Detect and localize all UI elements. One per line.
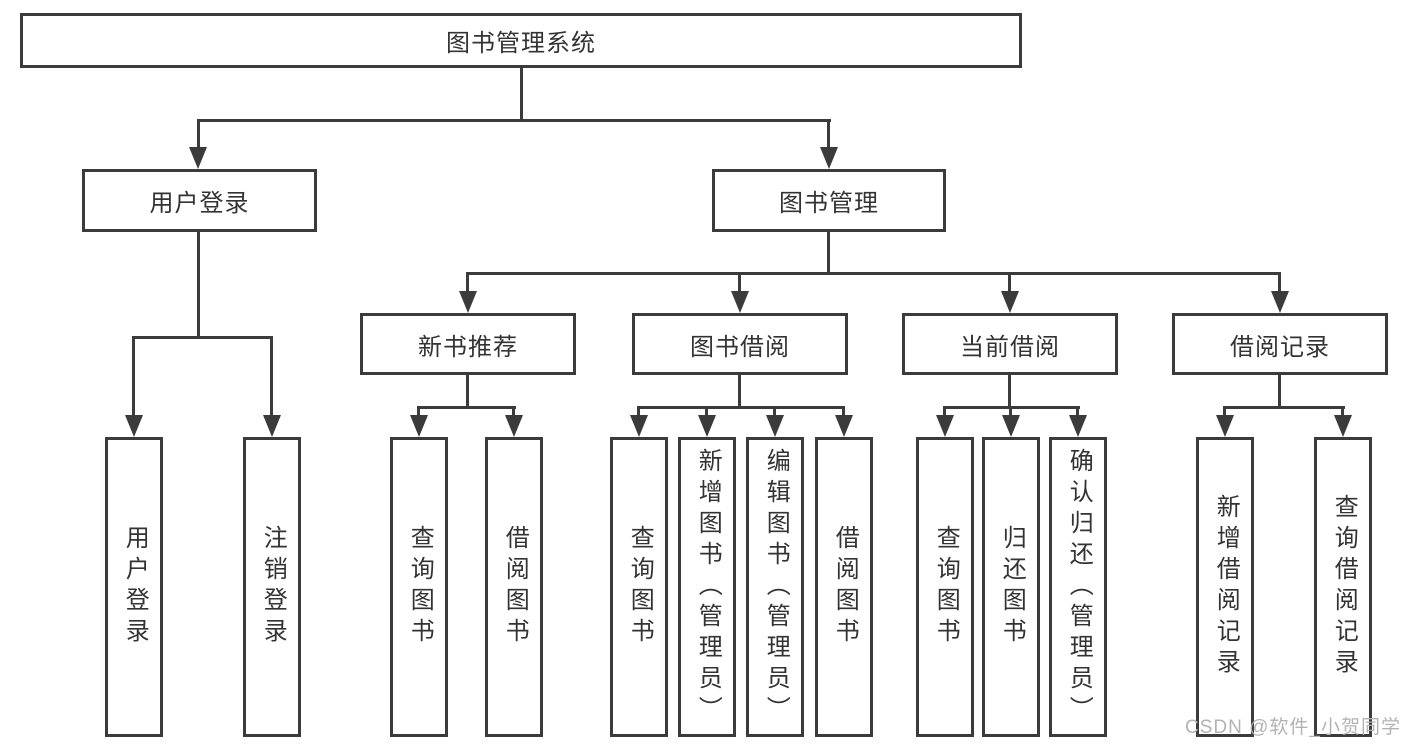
connector-line: [738, 272, 741, 293]
connector-line: [520, 67, 523, 121]
node-label: 图书借阅: [690, 333, 790, 361]
connector-line: [827, 231, 830, 274]
node-label: 归还图书: [998, 525, 1026, 649]
node-label: 用户登录: [121, 525, 149, 649]
connector-line: [1009, 406, 1012, 418]
connector-line: [270, 336, 273, 417]
node-label: 查询借阅记录: [1330, 494, 1358, 680]
arrowhead-down-icon: [1271, 291, 1289, 313]
connector-line: [512, 406, 515, 418]
leaf-current-return-books: 归还图书: [982, 437, 1040, 737]
connector-line: [1341, 406, 1344, 418]
connector-line: [1223, 406, 1226, 418]
leaf-recommend-borrow-books: 借阅图书: [485, 437, 543, 737]
arrowhead-down-icon: [505, 415, 523, 437]
node-book-management-branch: 图书管理: [712, 169, 946, 232]
node-label: 确认归还（管理员）: [1065, 447, 1093, 727]
leaf-current-query-books: 查询图书: [916, 437, 974, 737]
connector-line: [197, 119, 200, 149]
node-label: 查询图书: [406, 525, 434, 649]
connector-line: [1278, 373, 1281, 408]
connector-line: [417, 406, 420, 418]
leaf-logout: 注销登录: [243, 437, 301, 737]
arrowhead-down-icon: [125, 415, 143, 437]
arrowhead-down-icon: [410, 415, 428, 437]
arrowhead-down-icon: [1069, 415, 1087, 437]
leaf-recommend-query-books: 查询图书: [390, 437, 448, 737]
leaf-borrowing-edit-books-admin: 编辑图书（管理员）: [746, 437, 804, 737]
node-label: 新增图书（管理员）: [694, 447, 722, 727]
connector-line: [132, 336, 273, 339]
leaf-current-confirm-return-admin: 确认归还（管理员）: [1049, 437, 1107, 737]
watermark-text: CSDN @软件_小贺同学: [1185, 717, 1401, 738]
node-label: 编辑图书（管理员）: [762, 447, 790, 727]
node-label: 当前借阅: [960, 333, 1060, 361]
leaf-borrowing-borrow-books: 借阅图书: [815, 437, 873, 737]
connector-line: [773, 406, 776, 418]
connector-line: [637, 406, 640, 418]
arrowhead-down-icon: [1001, 291, 1019, 313]
arrowhead-down-icon: [835, 415, 853, 437]
node-label: 借阅图书: [831, 525, 859, 649]
arrowhead-down-icon: [1002, 415, 1020, 437]
node-label: 查询图书: [932, 525, 960, 649]
node-label: 新书推荐: [418, 333, 518, 361]
connector-line: [1278, 272, 1281, 293]
arrowhead-down-icon: [766, 415, 784, 437]
connector-line: [943, 406, 946, 418]
connector-line: [197, 231, 200, 338]
node-label: 借阅记录: [1230, 333, 1330, 361]
leaf-borrowing-add-books-admin: 新增图书（管理员）: [678, 437, 736, 737]
connector-line: [738, 373, 741, 408]
arrowhead-down-icon: [936, 415, 954, 437]
arrowhead-down-icon: [820, 147, 838, 169]
arrowhead-down-icon: [731, 291, 749, 313]
leaf-records-add-record: 新增借阅记录: [1196, 437, 1254, 737]
node-root-system: 图书管理系统: [20, 13, 1022, 68]
node-label: 图书管理系统: [446, 30, 596, 57]
node-new-book-recommend: 新书推荐: [360, 313, 576, 375]
connector-line: [1008, 272, 1011, 293]
connector-line: [466, 272, 1280, 275]
node-borrowing-records: 借阅记录: [1172, 313, 1388, 375]
node-book-borrowing: 图书借阅: [632, 313, 848, 375]
connector-line: [132, 336, 135, 417]
node-label: 用户登录: [149, 190, 250, 217]
node-label: 图书管理: [779, 190, 879, 217]
arrowhead-down-icon: [698, 415, 716, 437]
connector-line: [1008, 373, 1011, 408]
node-label: 借阅图书: [501, 525, 529, 649]
arrowhead-down-icon: [189, 147, 207, 169]
connector-line: [705, 406, 708, 418]
connector-line: [417, 406, 516, 409]
connector-line: [1076, 406, 1079, 418]
leaf-records-query-record: 查询借阅记录: [1314, 437, 1372, 737]
connector-line: [197, 119, 831, 122]
node-current-borrowing: 当前借阅: [902, 313, 1118, 375]
connector-line: [842, 406, 845, 418]
arrowhead-down-icon: [263, 415, 281, 437]
node-label: 新增借阅记录: [1212, 494, 1240, 680]
node-label: 查询图书: [626, 525, 654, 649]
node-label: 注销登录: [259, 525, 287, 649]
connector-line: [466, 373, 469, 408]
leaf-user-login: 用户登录: [105, 437, 163, 737]
connector-line: [1223, 406, 1345, 409]
connector-line: [827, 119, 830, 149]
arrowhead-down-icon: [1334, 415, 1352, 437]
connector-line: [466, 272, 469, 293]
arrowhead-down-icon: [630, 415, 648, 437]
connector-line: [637, 406, 845, 409]
node-user-login-branch: 用户登录: [82, 169, 317, 232]
leaf-borrowing-query-books: 查询图书: [610, 437, 668, 737]
arrowhead-down-icon: [459, 291, 477, 313]
arrowhead-down-icon: [1216, 415, 1234, 437]
